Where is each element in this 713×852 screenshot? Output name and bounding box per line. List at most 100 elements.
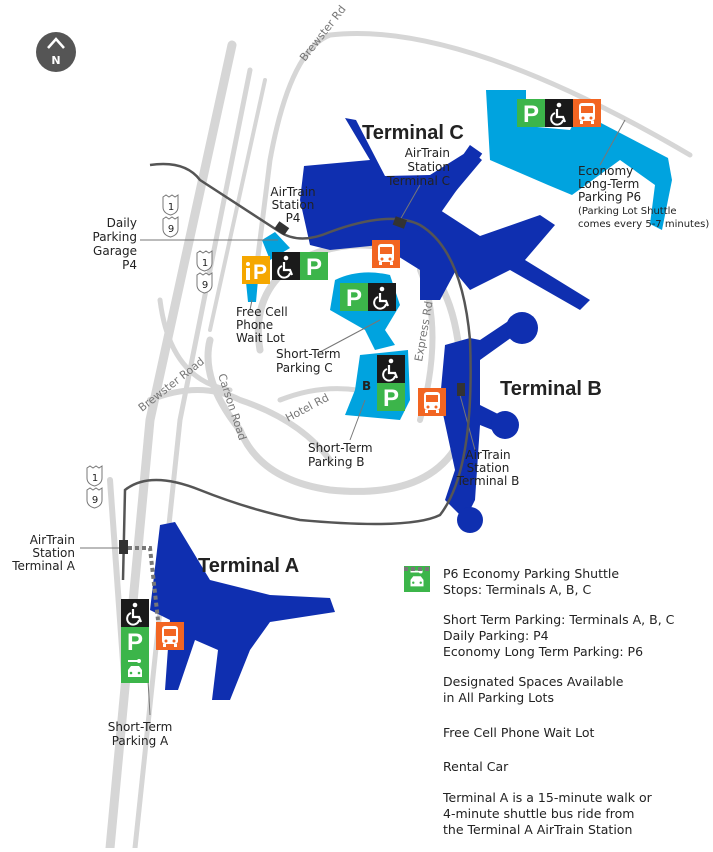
north-arrow-icon: N <box>36 32 76 72</box>
svg-text:Free Cell: Free Cell <box>236 305 288 319</box>
legend-text: in All Parking Lots <box>443 690 554 705</box>
svg-text:9: 9 <box>92 495 98 506</box>
legend-text: Terminal A is a 15-minute walk or <box>443 790 652 805</box>
accessible-icon <box>270 250 302 282</box>
svg-text:AirTrain: AirTrain <box>405 146 450 160</box>
legend-text: P6 Economy Parking Shuttle <box>443 566 620 581</box>
svg-text:Short-Term: Short-Term <box>108 720 173 734</box>
legend-text: Stops: Terminals A, B, C <box>443 582 592 597</box>
terminal-a-building <box>150 522 335 700</box>
parking-icon <box>340 283 368 312</box>
walk-path-dashed <box>128 546 160 621</box>
rental-car-icon <box>404 566 430 780</box>
parking-icon <box>300 252 328 281</box>
accessible-icon <box>543 97 575 129</box>
svg-text:1: 1 <box>168 202 174 213</box>
legend-item-cell-lot: Free Cell Phone Wait Lot <box>404 566 709 746</box>
svg-text:Phone: Phone <box>236 318 273 332</box>
svg-text:Daily: Daily <box>107 216 137 230</box>
terminal-c-building <box>300 118 590 310</box>
legend-text: Short Term Parking: Terminals A, B, C <box>443 612 675 627</box>
svg-text:P4: P4 <box>286 211 301 225</box>
svg-text:Station: Station <box>272 198 315 212</box>
svg-text:Long-Term: Long-Term <box>578 177 639 191</box>
rental-car-icon <box>121 655 149 683</box>
svg-text:Wait Lot: Wait Lot <box>236 331 285 345</box>
svg-text:P4: P4 <box>122 258 137 272</box>
svg-text:9: 9 <box>202 280 208 291</box>
svg-text:comes every 5-7 minutes): comes every 5-7 minutes) <box>578 219 709 230</box>
legend-text: Designated Spaces Available <box>443 674 624 689</box>
legend-text: Rental Car <box>443 759 509 774</box>
terminal-c-label: Terminal C <box>362 122 464 144</box>
parking-icon <box>517 99 545 128</box>
legend-text: Economy Long Term Parking: P6 <box>443 644 644 659</box>
svg-text:Station: Station <box>467 461 510 475</box>
shuttle-bus-icon <box>418 388 446 416</box>
accessible-icon <box>404 566 430 700</box>
accessible-icon <box>119 597 151 629</box>
svg-text:Economy: Economy <box>578 164 633 178</box>
svg-text:Parking A: Parking A <box>112 734 169 748</box>
airtrain-stations <box>119 216 465 554</box>
svg-text:Station: Station <box>32 546 75 560</box>
route-shield: 19 <box>86 465 103 509</box>
p4-garage <box>246 232 290 302</box>
terminal-a-label: Terminal A <box>198 555 299 577</box>
svg-text:Terminal C: Terminal C <box>386 174 450 188</box>
cell-phone-lot-icon <box>242 256 270 284</box>
accessible-icon <box>375 353 407 385</box>
svg-text:Garage: Garage <box>93 244 137 258</box>
shuttle-bus-icon <box>573 99 601 127</box>
parking-icon <box>121 627 149 656</box>
svg-text:AirTrain: AirTrain <box>30 533 75 547</box>
airtrain-line <box>121 162 472 581</box>
svg-text:Short-Term: Short-Term <box>308 441 373 455</box>
svg-text:9: 9 <box>168 224 174 235</box>
legend-text: the Terminal A AirTrain Station <box>443 822 633 837</box>
parking-icon <box>377 383 405 412</box>
svg-text:AirTrain: AirTrain <box>270 185 315 199</box>
svg-text:Parking B: Parking B <box>308 455 365 469</box>
route-shield: 19 <box>162 194 179 238</box>
terminal-b-building <box>440 312 538 533</box>
svg-text:Terminal A: Terminal A <box>11 559 76 573</box>
legend-text: Daily Parking: P4 <box>443 628 549 643</box>
accessible-icon <box>366 281 398 313</box>
svg-text:Parking P6: Parking P6 <box>578 190 641 204</box>
walk-dashed-line-icon <box>404 567 430 806</box>
economy-lot-p6 <box>486 90 672 230</box>
shuttle-bus-icon <box>372 240 400 268</box>
cell-phone-lot-icon <box>404 566 430 746</box>
terminal-b-label: Terminal B <box>500 378 602 400</box>
svg-text:1: 1 <box>202 258 208 269</box>
north-label: N <box>51 54 60 67</box>
shuttle-bus-icon <box>156 622 184 650</box>
svg-text:Parking C: Parking C <box>276 361 333 375</box>
road-label-brewster-road: Brewster Road <box>136 355 207 415</box>
svg-text:Short-Term: Short-Term <box>276 347 341 361</box>
svg-text:Station: Station <box>407 160 450 174</box>
route-shield: 19 <box>196 250 213 294</box>
svg-text:1: 1 <box>92 473 98 484</box>
leader-lines <box>80 119 626 716</box>
svg-text:(Parking Lot Shuttle: (Parking Lot Shuttle <box>578 206 677 217</box>
svg-text:Parking: Parking <box>93 230 138 244</box>
svg-text:AirTrain: AirTrain <box>465 448 510 462</box>
legend-text: Free Cell Phone Wait Lot <box>443 725 595 740</box>
